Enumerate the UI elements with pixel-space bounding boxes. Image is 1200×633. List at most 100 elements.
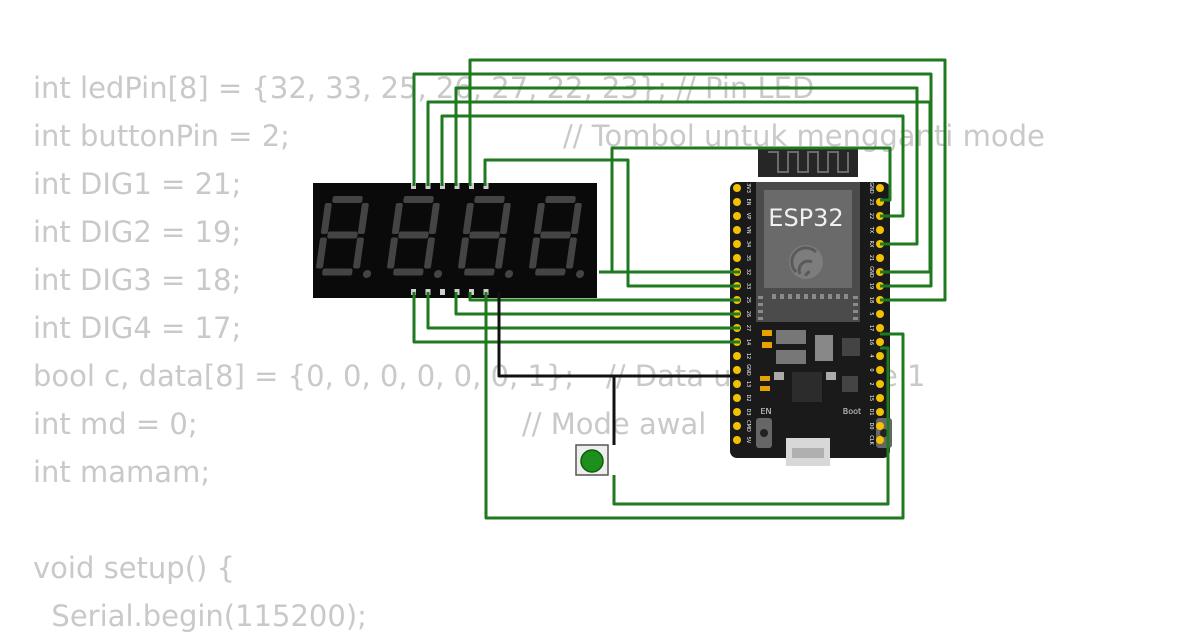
pin-label-right: 21	[868, 255, 874, 261]
pin-right-17[interactable]	[876, 324, 884, 332]
pin-right-16[interactable]	[876, 338, 884, 346]
code-line-4: int DIG2 = 19;	[33, 215, 242, 249]
code-line-8: int md = 0;	[33, 407, 198, 441]
pin-label-right: 5	[868, 312, 874, 315]
pin-label-right: 4	[868, 354, 874, 357]
pin-left-13[interactable]	[733, 380, 741, 388]
pin-left-12[interactable]	[733, 352, 741, 360]
pin-label-right: 16	[868, 339, 874, 345]
display-pin	[440, 289, 445, 295]
pin-right-21[interactable]	[876, 254, 884, 262]
boot-label: Boot	[843, 407, 861, 416]
wire-btn-right	[612, 346, 890, 506]
segment	[391, 203, 403, 234]
pin-label-left: CMD	[745, 420, 751, 432]
castellation	[796, 294, 800, 299]
pin-right-2[interactable]	[876, 380, 884, 388]
pin-right-D1[interactable]	[876, 408, 884, 416]
pin-right-GND[interactable]	[876, 184, 884, 192]
pin-label-right: 23	[868, 199, 874, 205]
segment	[469, 231, 500, 239]
pin-right-CLK[interactable]	[876, 436, 884, 444]
pin-label-left: 35	[745, 255, 751, 261]
castellation	[853, 317, 858, 320]
pin-right-TX[interactable]	[876, 226, 884, 234]
code-line-3: int DIG1 = 21;	[33, 167, 242, 201]
segment	[320, 203, 332, 234]
segment	[529, 237, 540, 269]
pin-label-left: 33	[745, 283, 751, 289]
pin-right-4[interactable]	[876, 352, 884, 360]
pin-label-left: EN	[745, 199, 751, 206]
pin-left-GND[interactable]	[733, 366, 741, 374]
segment	[570, 203, 582, 234]
pin-label-right: D0	[868, 422, 874, 429]
pin-left-D2[interactable]	[733, 394, 741, 402]
code-line-11: void setup() {	[33, 551, 235, 585]
digit-1	[316, 196, 372, 278]
segment	[540, 231, 571, 239]
segment	[545, 196, 576, 203]
castellation	[844, 294, 848, 299]
wire-b3	[454, 292, 740, 316]
pin-left-CMD[interactable]	[733, 422, 741, 430]
segment	[327, 231, 358, 239]
pin-left-EN[interactable]	[733, 198, 741, 206]
pin-right-15[interactable]	[876, 394, 884, 402]
segment	[357, 203, 369, 234]
pin-label-right: 19	[868, 283, 874, 289]
pin-left-5V[interactable]	[733, 436, 741, 444]
pin-label-left: 13	[745, 381, 751, 387]
segment	[458, 237, 469, 269]
push-button[interactable]	[575, 444, 609, 476]
pin-label-left: 12	[745, 353, 751, 359]
segment	[353, 237, 364, 269]
pin-left-VN[interactable]	[733, 226, 741, 234]
pin-label-right: TX	[868, 226, 874, 234]
segment	[533, 203, 545, 234]
pin-label-left: 27	[745, 325, 751, 331]
pin-right-5[interactable]	[876, 310, 884, 318]
decimal-point	[433, 270, 443, 278]
pin-right-0[interactable]	[876, 366, 884, 374]
decimal-point	[504, 270, 514, 278]
segment	[393, 268, 424, 276]
castellation	[758, 317, 763, 320]
pin-label-right: GND	[868, 266, 874, 278]
display-digits	[316, 196, 585, 278]
pin-label-left: 26	[745, 311, 751, 317]
castellation	[853, 310, 858, 313]
castellation	[828, 294, 832, 299]
pin-label-left: 32	[745, 269, 751, 275]
wire-gnd	[497, 292, 616, 445]
pin-label-left: 3V3	[745, 183, 751, 193]
pin-label-left: 25	[745, 297, 751, 303]
pin-label-right: 18	[868, 297, 874, 303]
pin-left-D3[interactable]	[733, 408, 741, 416]
seven-segment-display[interactable]	[313, 183, 597, 298]
pin-right-D0[interactable]	[876, 422, 884, 430]
pin-label-right: 0	[868, 368, 874, 371]
segment	[428, 203, 440, 234]
segment	[322, 268, 353, 276]
castellation	[836, 294, 840, 299]
esp32-board[interactable]: ESP32 EN Boot 3V3ENVPVN34353233252627141…	[730, 147, 892, 466]
wire-d3	[454, 86, 919, 246]
pcb-antenna-icon	[768, 151, 849, 173]
pin-label-right: 15	[868, 395, 874, 401]
pin-left-34[interactable]	[733, 240, 741, 248]
pin-label-right: D1	[868, 408, 874, 415]
pin-left-VP[interactable]	[733, 212, 741, 220]
pin-left-35[interactable]	[733, 254, 741, 262]
segment	[474, 196, 505, 203]
pin-left-3V3[interactable]	[733, 184, 741, 192]
wire-d1	[483, 158, 740, 288]
pin-label-left: D2	[745, 394, 751, 401]
pin-label-left: VP	[745, 213, 751, 219]
wire-b4	[468, 292, 740, 302]
pin-label-left: 5V	[745, 437, 751, 444]
digit-3	[458, 196, 514, 278]
en-label: EN	[760, 407, 771, 416]
code-line-9: int mamam;	[33, 455, 211, 489]
espressif-logo-icon	[789, 245, 823, 279]
